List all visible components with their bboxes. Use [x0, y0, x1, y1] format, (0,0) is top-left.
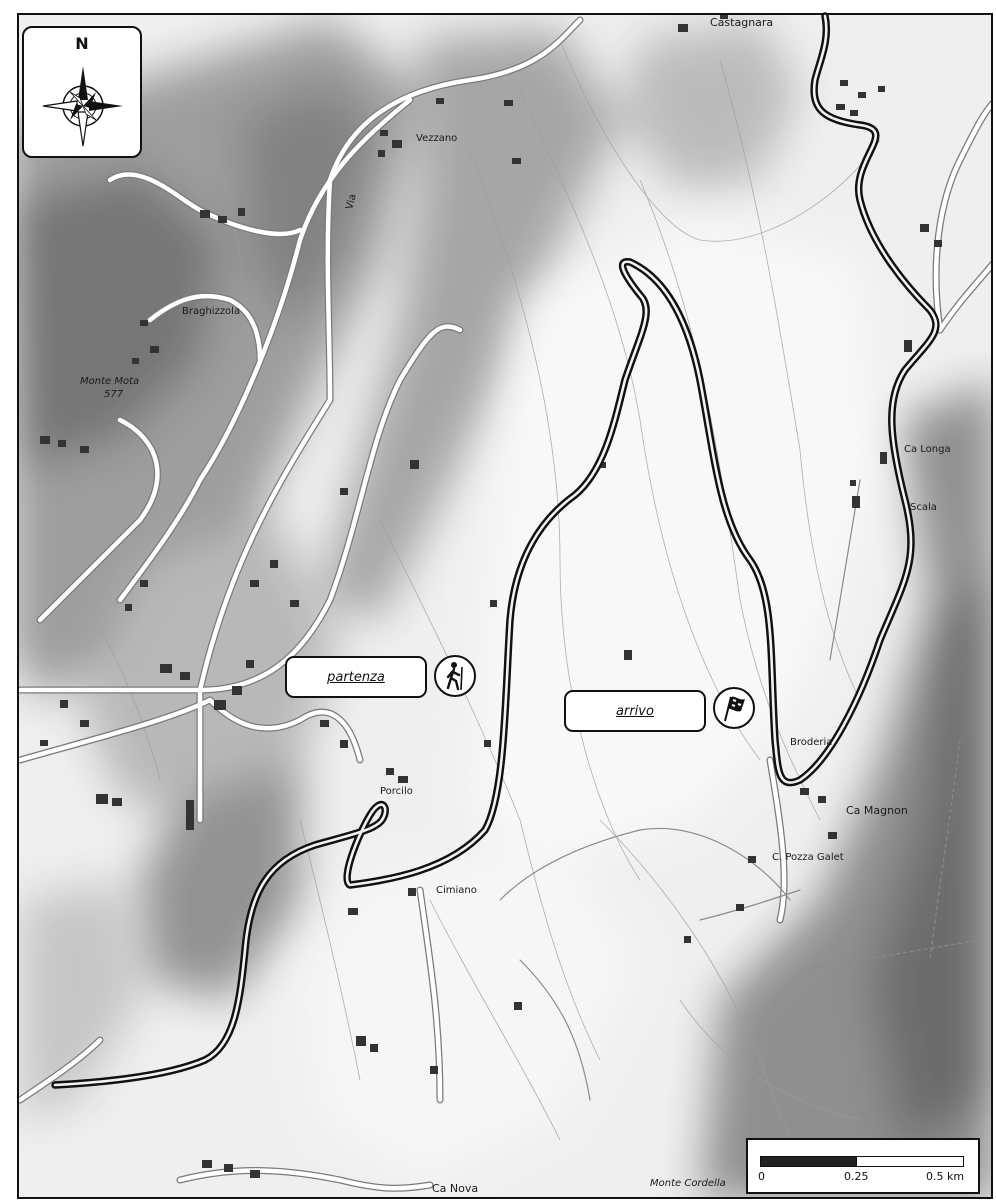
buildings: [40, 14, 942, 1178]
contour-lines: [59, 39, 881, 1191]
label-ca-longa: Ca Longa: [904, 444, 951, 455]
label-brodera: Broderia: [790, 737, 832, 748]
finish-flag-icon: [724, 696, 745, 722]
label-cimiano: Cimiano: [436, 885, 477, 896]
scale-bar-dark-segment: [760, 1156, 858, 1167]
label-monte-mota: Monte Mota: [80, 376, 139, 387]
hiking-route[interactable]: [51, 12, 940, 1089]
map-frame: [17, 13, 993, 1199]
place-labels: Castagnara Vezzano Braghizzola Monte Mot…: [80, 16, 951, 1195]
scale-tick-025: 0.25: [844, 1170, 869, 1183]
label-vezzano: Vezzano: [416, 133, 457, 144]
scale-tick-0: 0: [758, 1170, 765, 1183]
label-scala: Scala: [910, 502, 937, 513]
label-braghizzola: Braghizzola: [182, 306, 240, 317]
finish-callout[interactable]: arrivo: [564, 690, 706, 732]
road-network: [18, 16, 992, 1192]
start-marker[interactable]: [434, 655, 476, 697]
label-ca-magnon: Ca Magnon: [846, 804, 908, 817]
start-callout[interactable]: partenza: [285, 656, 427, 698]
label-via: Via: [344, 193, 359, 211]
label-monte-cordella: Monte Cordella: [650, 1178, 726, 1189]
label-monte-mota-elevation: 577: [104, 389, 124, 400]
north-label: N: [75, 34, 89, 53]
hiker-icon: [446, 662, 463, 691]
label-ca-nova: Ca Nova: [432, 1182, 478, 1195]
label-porcilo: Porcilo: [380, 786, 413, 797]
relief-shading: [18, 14, 992, 1198]
finish-marker[interactable]: [713, 687, 755, 729]
label-pozza-galet: C. Pozza Galet: [772, 852, 844, 863]
scale-bar: 0 0.25 0.5 km: [746, 1138, 980, 1194]
label-castagnara: Castagnara: [710, 16, 773, 29]
scale-bar-light-segment: [856, 1156, 964, 1167]
scale-tick-05: 0.5 km: [926, 1170, 965, 1183]
compass-rose: N: [22, 26, 142, 158]
compass-icon: [42, 66, 123, 147]
